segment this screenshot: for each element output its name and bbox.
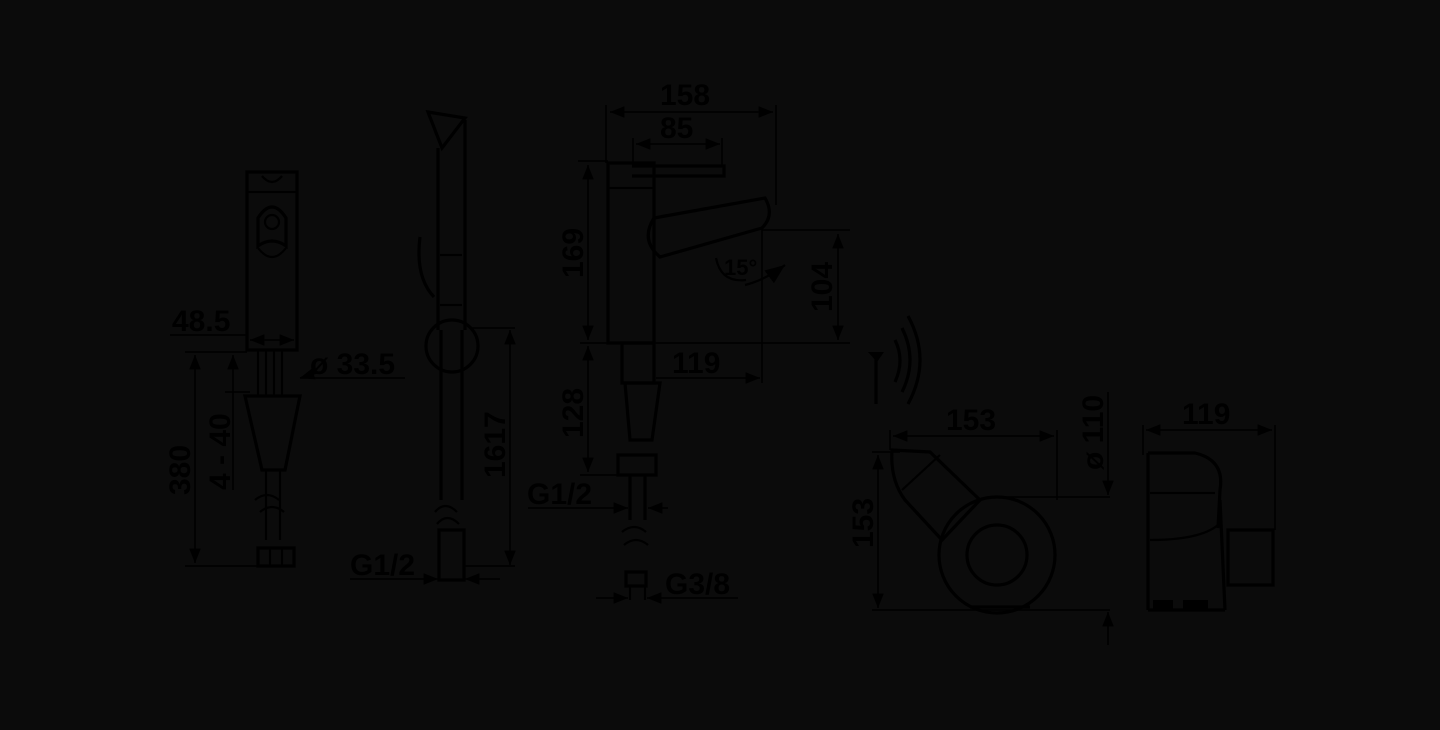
top-view: 153 153 ø 110 xyxy=(847,392,1114,645)
dim-angle-15: 15° xyxy=(724,255,757,280)
dim-height-169: 169 xyxy=(557,228,590,278)
dim-deck-4-40: 4 - 40 xyxy=(204,413,237,490)
dim-hose-1617: 1617 xyxy=(479,411,512,478)
infrared-sensor-icon xyxy=(868,315,922,405)
dim-spout-104: 104 xyxy=(806,262,839,312)
dim-diameter-33-5: ø 33.5 xyxy=(310,348,395,381)
side-view: 15° 158 85 169 104 119 128 G1/2 xyxy=(527,79,850,604)
dim-thread-g1-2-inlet: G1/2 xyxy=(527,478,592,511)
dim-thread-g3-8-outlet: G3/8 xyxy=(665,568,730,601)
dim-width-119-end: 119 xyxy=(1182,398,1230,431)
dim-width-158: 158 xyxy=(660,79,710,112)
dim-reach-119: 119 xyxy=(672,347,720,380)
front-view: 48.5 380 4 - 40 ø 33.5 xyxy=(164,170,405,568)
dim-width-153: 153 xyxy=(946,404,996,437)
dim-height-153: 153 xyxy=(847,498,880,548)
dim-thread-g1-2-shower: G1/2 xyxy=(350,549,415,582)
hand-shower-view: 1617 G1/2 xyxy=(350,109,516,585)
dim-diameter-110: ø 110 xyxy=(1077,395,1110,470)
dim-hose-380: 380 xyxy=(164,445,197,495)
dim-width-48-5: 48.5 xyxy=(172,305,230,338)
dim-tail-128: 128 xyxy=(557,388,590,438)
end-view: 119 xyxy=(1142,398,1276,612)
dim-lever-85: 85 xyxy=(660,112,693,145)
